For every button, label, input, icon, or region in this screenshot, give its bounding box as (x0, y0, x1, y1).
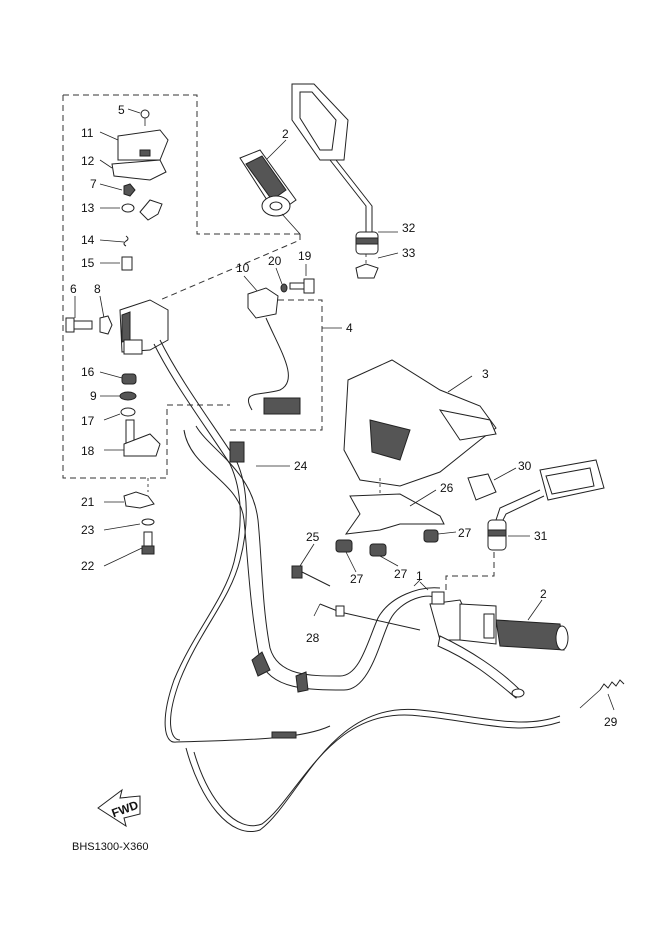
part-15-collar (100, 256, 133, 271)
part-26-bracket (344, 478, 445, 535)
callout-29: 29 (604, 715, 618, 729)
part-25-switch (291, 543, 331, 587)
callout-6: 6 (70, 282, 77, 296)
callout-27-c: 27 (458, 526, 472, 540)
callout-23: 23 (81, 523, 95, 537)
part-8-nut (99, 295, 113, 335)
part-27-damper-b (369, 543, 399, 567)
callout-16: 16 (81, 365, 95, 379)
callout-2-upper: 2 (282, 127, 289, 141)
mirror-left (291, 83, 373, 232)
callout-1: 1 (416, 569, 423, 583)
part-2-grip-upper (239, 139, 301, 235)
part-22-bolt (103, 531, 155, 567)
part-14-spring (99, 235, 129, 247)
part-33-nut (355, 252, 399, 279)
callout-13: 13 (81, 201, 95, 215)
part-20-washer (275, 267, 288, 293)
part-7-nut (99, 183, 136, 197)
callout-21: 21 (81, 495, 95, 509)
callout-4: 4 (346, 321, 353, 335)
part-10-switch (243, 275, 301, 415)
part-30-cover (467, 467, 517, 501)
mirror-right (495, 459, 605, 523)
callout-33: 33 (402, 246, 416, 260)
part-32-adapter (355, 231, 398, 255)
callout-27-b: 27 (394, 567, 408, 581)
callout-2-right: 2 (540, 587, 547, 601)
callout-15: 15 (81, 256, 95, 270)
callout-labels: 5 11 12 7 13 14 15 6 8 16 9 17 18 21 23 … (70, 103, 618, 729)
part-13-bracket (100, 199, 163, 221)
clutch-cable (175, 708, 561, 832)
part-28-cable-end (313, 603, 421, 631)
part-6-bolt (65, 296, 93, 333)
callout-22: 22 (81, 559, 95, 573)
callout-25: 25 (306, 530, 320, 544)
part-17-washer (103, 407, 136, 421)
part-27-damper-c (423, 529, 457, 543)
part-23-washer (103, 518, 155, 531)
callout-7: 7 (90, 177, 97, 191)
callout-17: 17 (81, 414, 95, 428)
callout-31: 31 (534, 529, 548, 543)
part-5-screw (127, 108, 150, 126)
callout-3: 3 (482, 367, 489, 381)
fwd-arrow-icon: FWD (97, 788, 141, 828)
callout-18: 18 (81, 444, 95, 458)
part-19-screw (289, 264, 315, 294)
part-2-grip-right (459, 599, 569, 651)
callout-26: 26 (440, 481, 454, 495)
callout-27-a: 27 (350, 572, 364, 586)
leader-1 (419, 581, 429, 591)
part-18-pin (104, 419, 161, 457)
callout-11: 11 (81, 126, 94, 140)
callout-9: 9 (90, 389, 97, 403)
part-24-throttle-cable (153, 339, 290, 743)
callout-10: 10 (236, 261, 250, 275)
part-12-gasket (99, 159, 167, 181)
part-1-handlebar (183, 425, 441, 693)
callout-24: 24 (294, 459, 308, 473)
throttle-housing (119, 299, 169, 355)
callout-14: 14 (81, 233, 95, 247)
group-outline-left (62, 94, 301, 479)
callout-30: 30 (518, 459, 532, 473)
part-27-damper-a (335, 539, 357, 573)
callout-20: 20 (268, 254, 282, 268)
callout-8: 8 (94, 282, 101, 296)
diagram-code: BHS1300-X360 (72, 841, 148, 853)
part-11-cover (99, 129, 169, 161)
callout-12: 12 (81, 154, 95, 168)
callout-5: 5 (118, 103, 125, 117)
part-21-clamp (104, 478, 155, 509)
callout-28: 28 (306, 631, 320, 645)
part-29-spring (579, 679, 625, 711)
group-outline-switch (230, 299, 323, 431)
callout-19: 19 (298, 249, 312, 263)
part-3-cowl (343, 359, 497, 487)
part-16-collar (99, 371, 137, 385)
callout-32: 32 (402, 221, 416, 235)
part-9-washer (100, 391, 137, 401)
part-31-adapter (445, 519, 530, 592)
